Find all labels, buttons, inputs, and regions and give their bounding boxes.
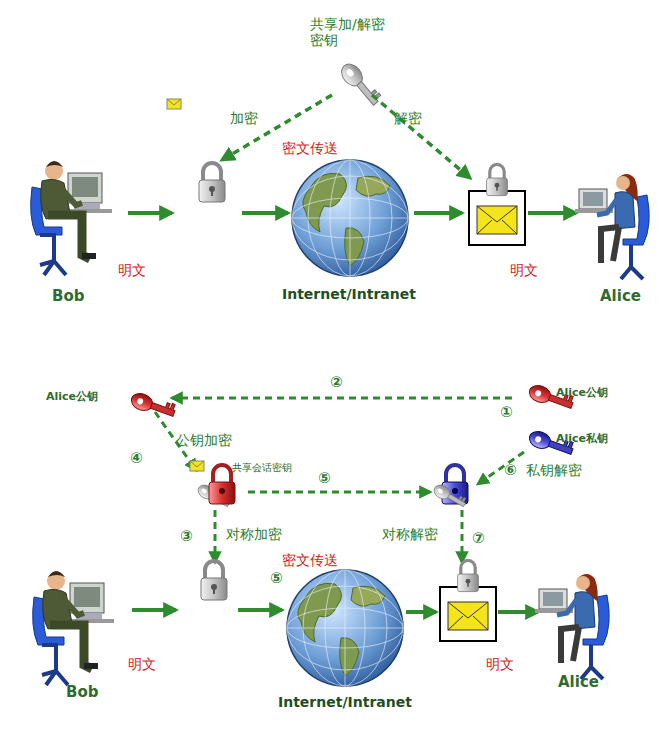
callout-number: ④ bbox=[130, 450, 143, 467]
key-label: Alice公钥 bbox=[46, 391, 98, 404]
key-label: Alice私钥 bbox=[556, 433, 608, 446]
step-label: 解密 bbox=[394, 110, 422, 126]
person-name: Alice bbox=[600, 288, 641, 305]
step-label: 加密 bbox=[230, 110, 258, 126]
callout-number: ③ bbox=[180, 528, 193, 545]
key-label: 共享会话密钥 bbox=[232, 462, 292, 474]
text-label: 明文 bbox=[118, 262, 146, 278]
callout-number: ⑥ bbox=[504, 462, 517, 479]
key-label: Alice公钥 bbox=[556, 387, 608, 400]
callout-number: ⑦ bbox=[472, 530, 485, 547]
person-name: Alice bbox=[558, 674, 599, 691]
text-label: 明文 bbox=[510, 262, 538, 278]
network-label: Internet/Intranet bbox=[278, 694, 412, 710]
transfer-label: 密文传送 bbox=[282, 140, 338, 156]
callout-number: ① bbox=[500, 404, 513, 421]
text-label: 明文 bbox=[486, 656, 514, 672]
step-label: 对称解密 bbox=[382, 526, 438, 542]
callout-number: ② bbox=[330, 374, 343, 391]
callout-number: ⑤ bbox=[318, 470, 331, 487]
step-label: 公钥加密 bbox=[176, 432, 232, 448]
key-caption: 共享加/解密 密钥 bbox=[310, 16, 394, 48]
transfer-label: 密文传送 bbox=[282, 552, 338, 568]
step-label: 对称加密 bbox=[226, 526, 282, 542]
step-label: 私钥解密 bbox=[526, 462, 582, 478]
person-name: Bob bbox=[66, 684, 98, 701]
text-label: 明文 bbox=[128, 656, 156, 672]
callout-number: ⑤ bbox=[270, 570, 283, 587]
person-name: Bob bbox=[52, 288, 84, 305]
network-label: Internet/Intranet bbox=[282, 286, 416, 302]
